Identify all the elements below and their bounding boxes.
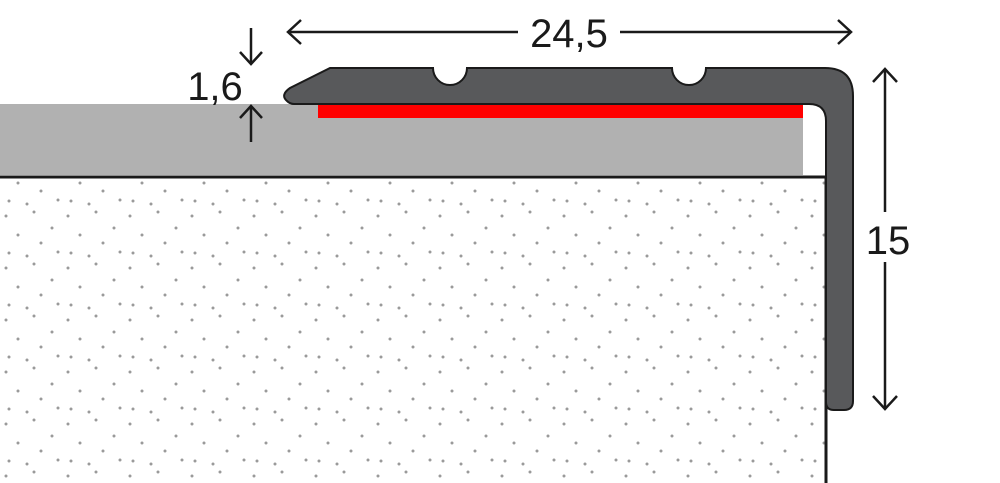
width-dimension: 24,5 — [286, 12, 853, 56]
thickness-arrowhead-bottom — [239, 104, 263, 119]
adhesive-tape — [318, 104, 803, 118]
height-dimension: 15 — [866, 67, 911, 411]
substrate-texture — [0, 178, 825, 483]
width-arrowhead-right — [837, 19, 853, 45]
nosing-profile — [283, 67, 854, 411]
thickness-label: 1,6 — [187, 65, 243, 109]
height-arrowhead-top — [872, 67, 898, 83]
height-label: 15 — [866, 219, 911, 263]
thickness-arrowhead-top — [239, 51, 263, 66]
height-arrowhead-bottom — [872, 395, 898, 411]
thickness-dimension: 1,6 — [187, 28, 263, 142]
width-label: 24,5 — [530, 12, 608, 56]
width-arrowhead-left — [286, 19, 302, 45]
